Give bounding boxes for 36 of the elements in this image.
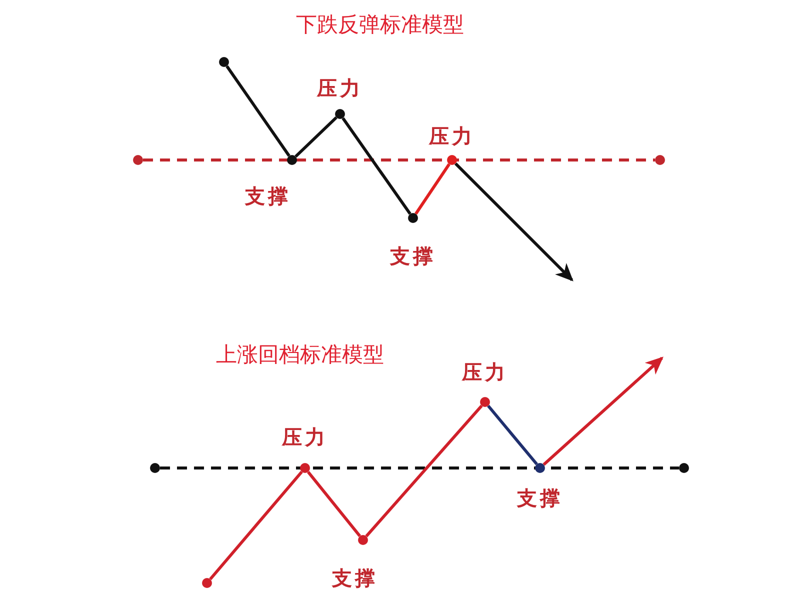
point-dot: [408, 213, 418, 223]
price-level-label: 压力: [282, 427, 328, 447]
model-title: 上涨回档标准模型: [216, 344, 384, 366]
model-title: 下跌反弹标准模型: [296, 14, 464, 36]
point-dot: [219, 57, 229, 67]
price-line: [209, 470, 303, 580]
point-dot: [335, 109, 345, 119]
point-dot: [300, 463, 310, 473]
price-level-label: 压力: [429, 126, 475, 146]
dashed-line: [143, 158, 655, 162]
point-dot: [447, 155, 457, 165]
price-line: [487, 404, 538, 466]
price-line: [365, 404, 483, 538]
point-dot: [202, 578, 212, 588]
price-level-label: 支撑: [390, 246, 436, 266]
point-dot: [655, 155, 665, 165]
point-dot: [358, 535, 368, 545]
price-level-label: 支撑: [245, 186, 291, 206]
point-dot: [679, 463, 689, 473]
price-line: [342, 117, 412, 215]
dashed-line: [160, 466, 679, 470]
point-dot: [133, 155, 143, 165]
point-dot: [150, 463, 160, 473]
price-line: [414, 163, 450, 215]
price-line: [306, 470, 362, 538]
price-level-label: 压力: [462, 362, 508, 382]
arrow: [454, 162, 574, 282]
price-level-label: 支撑: [517, 488, 563, 508]
arrow: [542, 356, 664, 466]
point-dot: [480, 397, 490, 407]
price-line: [226, 65, 290, 157]
price-level-label: 压力: [317, 78, 363, 98]
price-line: [294, 116, 338, 158]
point-dot: [287, 155, 297, 165]
price-level-label: 支撑: [332, 568, 378, 588]
point-dot: [535, 463, 545, 473]
